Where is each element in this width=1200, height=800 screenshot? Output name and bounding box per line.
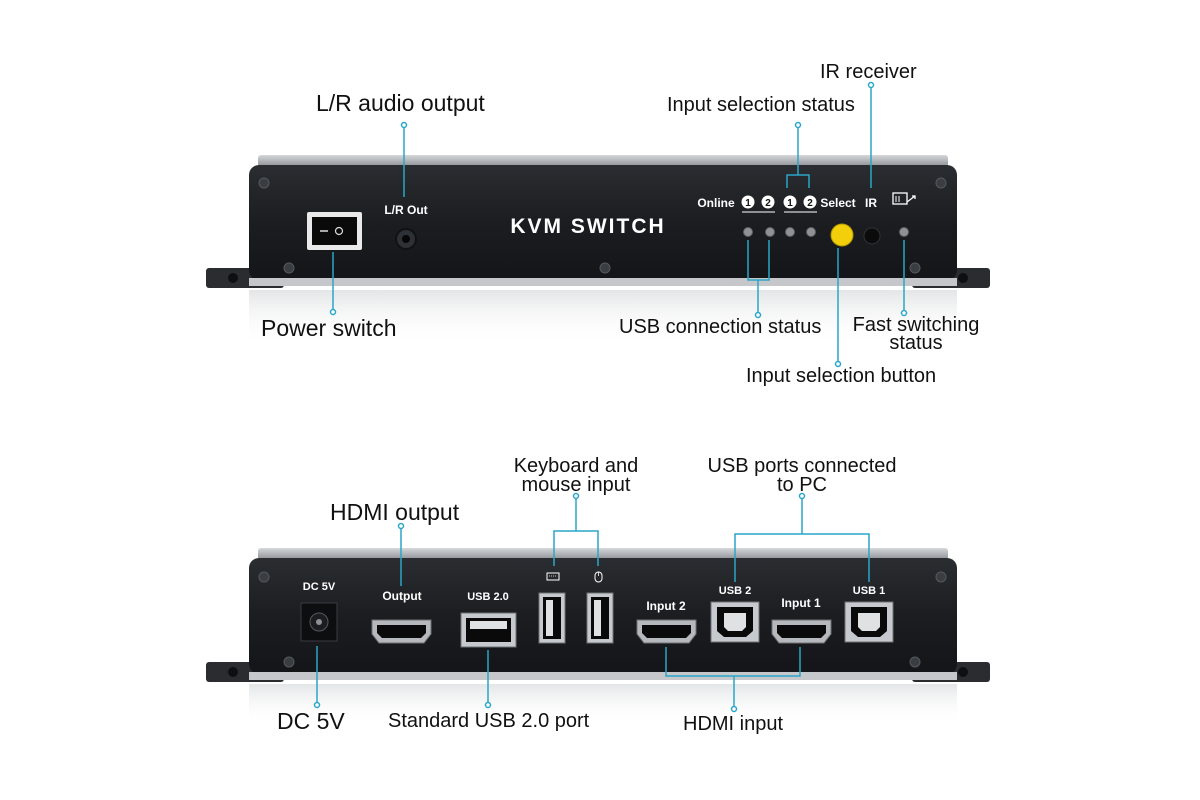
- screw: [258, 177, 270, 189]
- back-bottom-edge: [249, 672, 957, 680]
- screw: [258, 571, 270, 583]
- dot: [400, 121, 408, 129]
- screw: [909, 262, 921, 274]
- dc5v-port-label: DC 5V: [303, 581, 336, 593]
- select-num-1-badge: [783, 195, 797, 209]
- usb-status-led-2: [765, 227, 775, 237]
- ir-receiver-window: [863, 227, 881, 245]
- hdmi-input2-slot: [642, 625, 691, 638]
- input-status-led-1: [785, 227, 795, 237]
- dot: [313, 701, 321, 709]
- online-num-2-badge: [761, 195, 775, 209]
- front-face-plate: [249, 165, 957, 280]
- dot: [798, 492, 806, 500]
- usb1-port-label: USB 1: [853, 585, 885, 597]
- dot: [397, 522, 405, 530]
- front-bottom-edge: [249, 278, 957, 286]
- screw: [599, 262, 611, 274]
- back-panel: DC 5V Output USB 2.0 Input 2: [206, 548, 990, 724]
- fast-switch-led: [899, 227, 909, 237]
- output-port-label: Output: [382, 589, 421, 603]
- callout-power-switch: Power switch: [261, 315, 397, 341]
- input-select-button[interactable]: [830, 223, 854, 247]
- select-num-2-badge: [803, 195, 817, 209]
- hdmi-output-port-slot: [377, 625, 426, 638]
- keyboard-usb-tongue: [546, 600, 553, 636]
- callout-fast-switching-status: Fast switching status: [852, 314, 980, 354]
- dot: [794, 121, 802, 129]
- callout-usb-connection-status: USB connection status: [619, 316, 822, 338]
- power-switch-rocker[interactable]: [312, 217, 357, 245]
- lr-out-label: L/R Out: [384, 203, 427, 217]
- input1-port-label: Input 1: [781, 596, 821, 610]
- dc5v-jack-pin: [316, 619, 322, 625]
- callout-standard-usb: Standard USB 2.0 port: [388, 710, 590, 732]
- lr-out-jack-hole: [402, 235, 410, 243]
- callout-usb-ports-pc: USB ports connected to PC: [707, 455, 897, 496]
- back-reflection: [249, 684, 957, 724]
- screw: [283, 262, 295, 274]
- dot: [730, 705, 738, 713]
- dot: [572, 492, 580, 500]
- fast-switch-icon: [892, 192, 916, 205]
- dot: [900, 309, 908, 317]
- usb20-port-tongue: [470, 621, 507, 629]
- screw: [909, 656, 921, 668]
- front-panel: L/R Out KVM SWITCH Online 1 2 1 2 Select…: [206, 155, 990, 345]
- leader-lines: [316, 87, 905, 707]
- dot: [867, 81, 875, 89]
- select-num-1: 1: [787, 198, 793, 209]
- select-num-2: 2: [807, 198, 813, 209]
- usb-b-port-1-tongue: [858, 613, 880, 631]
- front-top-fin: [258, 155, 948, 167]
- callout-dc-5v: DC 5V: [277, 708, 345, 734]
- front-right-ear-hole: [958, 273, 968, 283]
- power-on-mark: [334, 226, 344, 236]
- screw: [935, 571, 947, 583]
- callout-lr-audio-output: L/R audio output: [316, 90, 485, 116]
- dot: [484, 701, 492, 709]
- screw: [283, 656, 295, 668]
- usb2-port-label: USB 2: [719, 585, 751, 597]
- back-top-fin: [258, 548, 948, 560]
- leader-dots: [313, 81, 908, 713]
- screw: [935, 177, 947, 189]
- leader-hdmi-input-bracket: [665, 647, 801, 677]
- callout-ir-receiver: IR receiver: [820, 61, 917, 83]
- front-left-ear-hole: [228, 273, 238, 283]
- hdmi-input1-slot: [777, 625, 826, 638]
- online-num-1: 1: [745, 198, 751, 209]
- callout-keyboard-mouse-input: Keyboard and mouse input: [513, 455, 639, 496]
- callout-input-selection-status: Input selection status: [667, 94, 855, 116]
- dot: [329, 308, 337, 316]
- callout-hdmi-input: HDMI input: [683, 713, 784, 735]
- keyboard-icon: [546, 572, 560, 581]
- usb-b-port-2-tongue: [724, 613, 746, 631]
- usb20-port-label: USB 2.0: [467, 591, 509, 603]
- device-title: KVM SWITCH: [510, 215, 665, 238]
- ir-label: IR: [865, 196, 877, 210]
- input2-port-label: Input 2: [646, 599, 686, 613]
- select-label: Select: [820, 196, 855, 210]
- callout-hdmi-output: HDMI output: [330, 499, 460, 525]
- input-status-led-2: [806, 227, 816, 237]
- back-left-ear-hole: [228, 667, 238, 677]
- dot: [754, 311, 762, 319]
- mouse-usb-tongue: [594, 600, 601, 636]
- back-right-ear-hole: [958, 667, 968, 677]
- online-label: Online: [697, 196, 735, 210]
- usb-status-led-1: [743, 227, 753, 237]
- online-num-2: 2: [765, 198, 771, 209]
- mouse-icon: [594, 571, 603, 583]
- front-reflection: [249, 290, 957, 345]
- dot: [834, 360, 842, 368]
- callout-input-selection-button: Input selection button: [746, 365, 937, 387]
- online-num-1-badge: [741, 195, 755, 209]
